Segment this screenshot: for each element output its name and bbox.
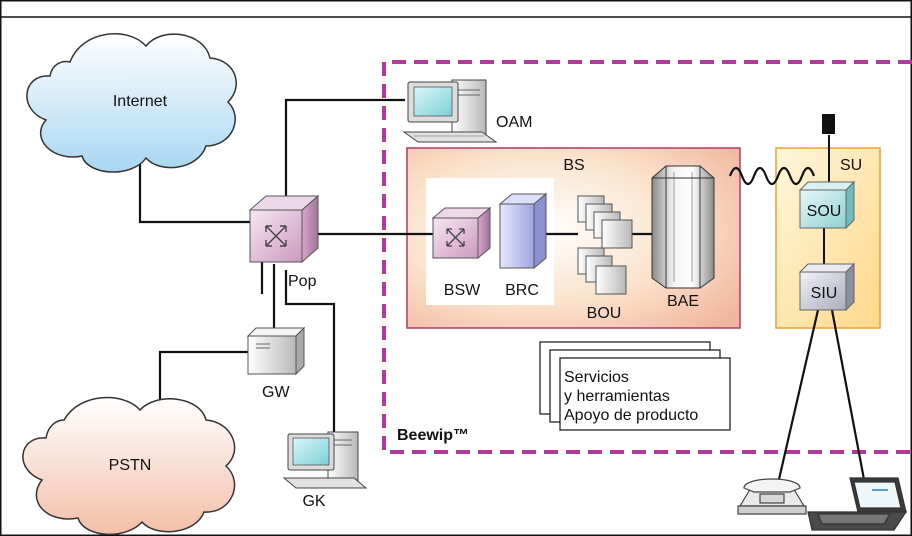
pop-label: Pop	[288, 273, 317, 290]
internet-cloud	[26, 33, 237, 173]
services-line-2: y herramientas	[564, 388, 670, 405]
link-siu-laptop	[830, 309, 868, 491]
bou-label: BOU	[587, 305, 622, 322]
antenna-icon	[822, 114, 835, 134]
services-line-1: Servicios	[564, 369, 629, 386]
switch-arrows-icon	[265, 225, 287, 247]
sou-box	[798, 180, 856, 230]
oam-computer-icon	[402, 79, 498, 143]
beewip-label: Beewip™	[397, 427, 469, 444]
gw-label: GW	[262, 384, 290, 401]
telephone-icon	[737, 478, 807, 515]
link-pop-oam	[284, 98, 405, 196]
services-docs	[539, 341, 731, 431]
siu-box	[798, 262, 856, 312]
oam-label: OAM	[496, 114, 532, 131]
gw-server-icon	[246, 326, 306, 376]
su-label: SU	[840, 157, 862, 174]
link-siu-phone	[775, 309, 820, 489]
bsw-label: BSW	[444, 282, 481, 299]
gk-label: GK	[302, 493, 325, 510]
beewip-boundary	[382, 60, 912, 454]
connectors	[138, 98, 868, 491]
internet-label: Internet	[113, 93, 168, 110]
pstn-cloud	[22, 396, 236, 535]
laptop-icon	[807, 477, 908, 531]
brc-label: BRC	[505, 282, 539, 299]
pop-switch	[248, 194, 320, 264]
bae-tower	[651, 165, 715, 289]
sou-label: SOU	[807, 203, 842, 220]
link-gw-pstn	[158, 350, 248, 416]
switch-arrows-icon	[446, 228, 465, 247]
siu-label: SIU	[811, 285, 838, 302]
link-pop-gk	[284, 270, 336, 440]
brc-box	[498, 192, 548, 270]
link-internet-pop	[138, 140, 255, 224]
wireless-link	[728, 166, 816, 186]
services-line-3: Apoyo de producto	[564, 407, 698, 424]
bae-label: BAE	[667, 293, 699, 310]
bsw-switch	[431, 206, 492, 260]
bs-label: BS	[563, 157, 584, 174]
bou-stack	[577, 195, 633, 295]
gk-computer-icon	[282, 431, 368, 489]
pstn-label: PSTN	[109, 457, 152, 474]
